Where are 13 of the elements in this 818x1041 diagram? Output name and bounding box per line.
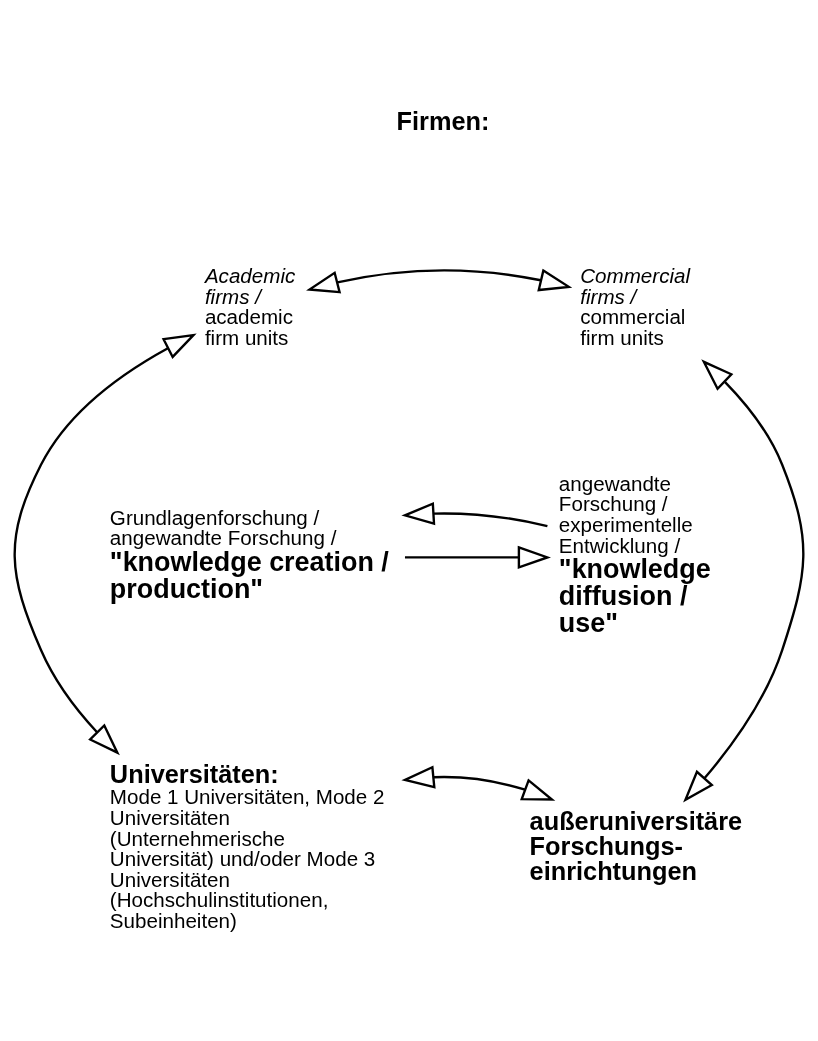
arrow — [401, 765, 556, 801]
node-text: angewandte Forschung / experimentelle Entwicklung / "knowledge diffusion / use" — [558, 471, 711, 638]
node-text: Commercial firms / commercial firm units — [580, 263, 691, 349]
arrow — [683, 358, 805, 802]
node-text: Academic firms / academic firm units — [204, 263, 296, 349]
arrow — [306, 268, 573, 293]
label: Firmen: — [396, 106, 490, 135]
node-text: Universitäten: Mode 1 Universitäten, Mode 2 Universitäten (Unternehmerische Universität) und/oder Mode 3 Universitäten (Hochschulinstitutionen, Subeinheiten) — [109, 759, 385, 932]
arrow — [404, 545, 551, 569]
node-text: außeruniversitäre Forschungs- einrichtungen — [529, 806, 743, 885]
node-text: Grundlagenforschung / angewandte Forschung / "knowledge creation / production" — [109, 505, 389, 604]
arrow — [13, 332, 197, 755]
arrow — [401, 501, 548, 527]
